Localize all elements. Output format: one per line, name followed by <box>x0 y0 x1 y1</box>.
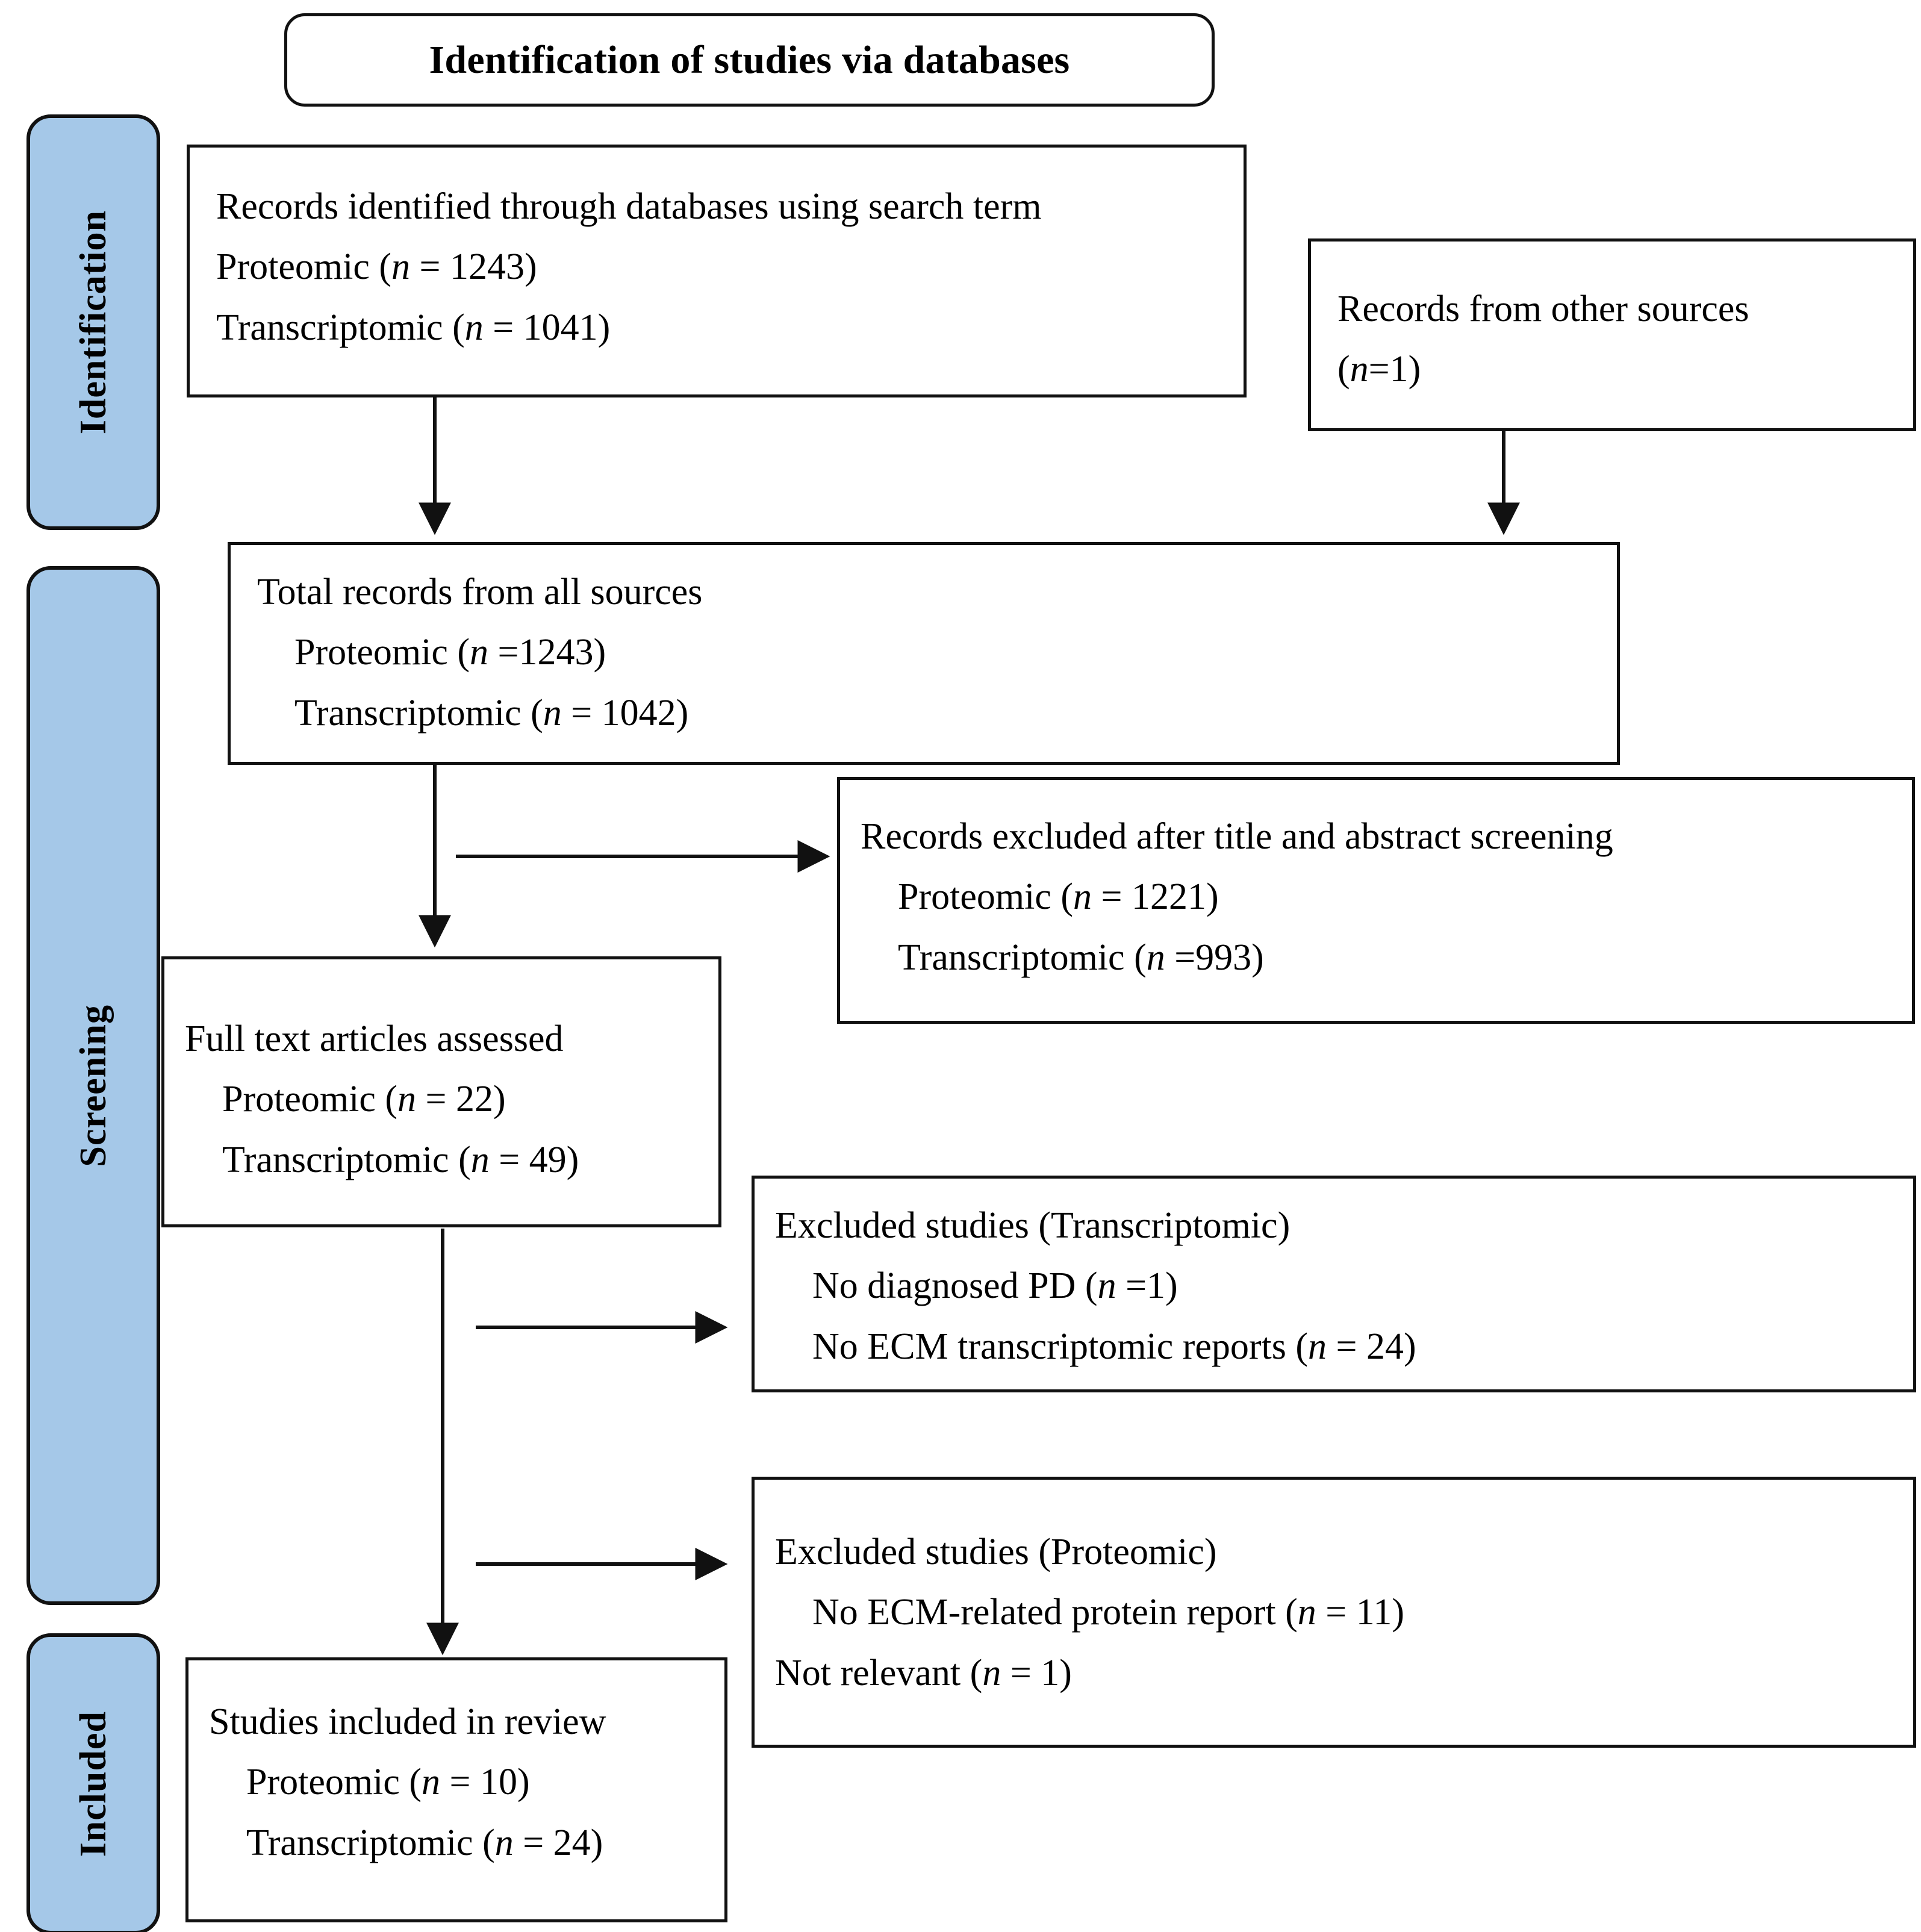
diagram-title-box: Identification of studies via databases <box>284 13 1215 107</box>
page-title: Identification of studies via databases <box>429 37 1070 82</box>
box-total-records: Total records from all sources Proteomic… <box>228 542 1620 765</box>
stage-screening: Screening <box>26 566 160 1605</box>
total-records-transcriptomic: Transcriptomic (n = 1042) <box>294 692 689 734</box>
records-identified-transcriptomic: Transcriptomic (n = 1041) <box>216 307 611 348</box>
box-excluded-transcriptomic: Excluded studies (Transcriptomic) No dia… <box>752 1176 1916 1392</box>
excluded-proteomic-reason-1: No ECM-related protein report (n = 11) <box>812 1592 1405 1633</box>
records-excluded-heading: Records excluded after title and abstrac… <box>861 816 1613 857</box>
stage-label-screening: Screening <box>72 1004 114 1167</box>
stage-label-identification: Identification <box>72 210 114 435</box>
full-text-heading: Full text articles assessed <box>185 1018 564 1059</box>
stage-included: Included <box>26 1633 160 1932</box>
records-identified-proteomic: Proteomic (n = 1243) <box>216 246 537 288</box>
records-excluded-proteomic: Proteomic (n = 1221) <box>898 876 1219 918</box>
box-records-excluded: Records excluded after title and abstrac… <box>837 777 1915 1024</box>
included-heading: Studies included in review <box>209 1701 606 1742</box>
box-studies-included: Studies included in review Proteomic (n … <box>185 1657 727 1922</box>
included-proteomic: Proteomic (n = 10) <box>246 1762 530 1803</box>
stage-label-included: Included <box>72 1710 114 1857</box>
stage-identification: Identification <box>26 114 160 530</box>
excluded-transcriptomic-reason-2: No ECM transcriptomic reports (n = 24) <box>812 1326 1416 1367</box>
other-sources-heading: Records from other sources <box>1337 288 1749 329</box>
full-text-proteomic: Proteomic (n = 22) <box>222 1079 506 1120</box>
total-records-heading: Total records from all sources <box>257 572 703 612</box>
box-full-text-assessed: Full text articles assessed Proteomic (n… <box>161 956 721 1227</box>
excluded-proteomic-heading: Excluded studies (Proteomic) <box>775 1532 1217 1572</box>
total-records-proteomic: Proteomic (n =1243) <box>294 632 606 673</box>
excluded-transcriptomic-reason-1: No diagnosed PD (n =1) <box>812 1265 1178 1307</box>
box-records-identified: Records identified through databases usi… <box>187 145 1247 397</box>
records-identified-heading: Records identified through databases usi… <box>216 186 1042 227</box>
excluded-transcriptomic-heading: Excluded studies (Transcriptomic) <box>775 1205 1291 1246</box>
included-transcriptomic: Transcriptomic (n = 24) <box>246 1822 603 1863</box>
excluded-proteomic-reason-2: Not relevant (n = 1) <box>775 1652 1072 1694</box>
box-excluded-proteomic: Excluded studies (Proteomic) No ECM-rela… <box>752 1477 1916 1748</box>
other-sources-count: (n=1) <box>1337 349 1421 390</box>
records-excluded-transcriptomic: Transcriptomic (n =993) <box>898 936 1264 978</box>
full-text-transcriptomic: Transcriptomic (n = 49) <box>222 1139 579 1180</box>
box-records-other-sources: Records from other sources (n=1) <box>1308 238 1916 431</box>
